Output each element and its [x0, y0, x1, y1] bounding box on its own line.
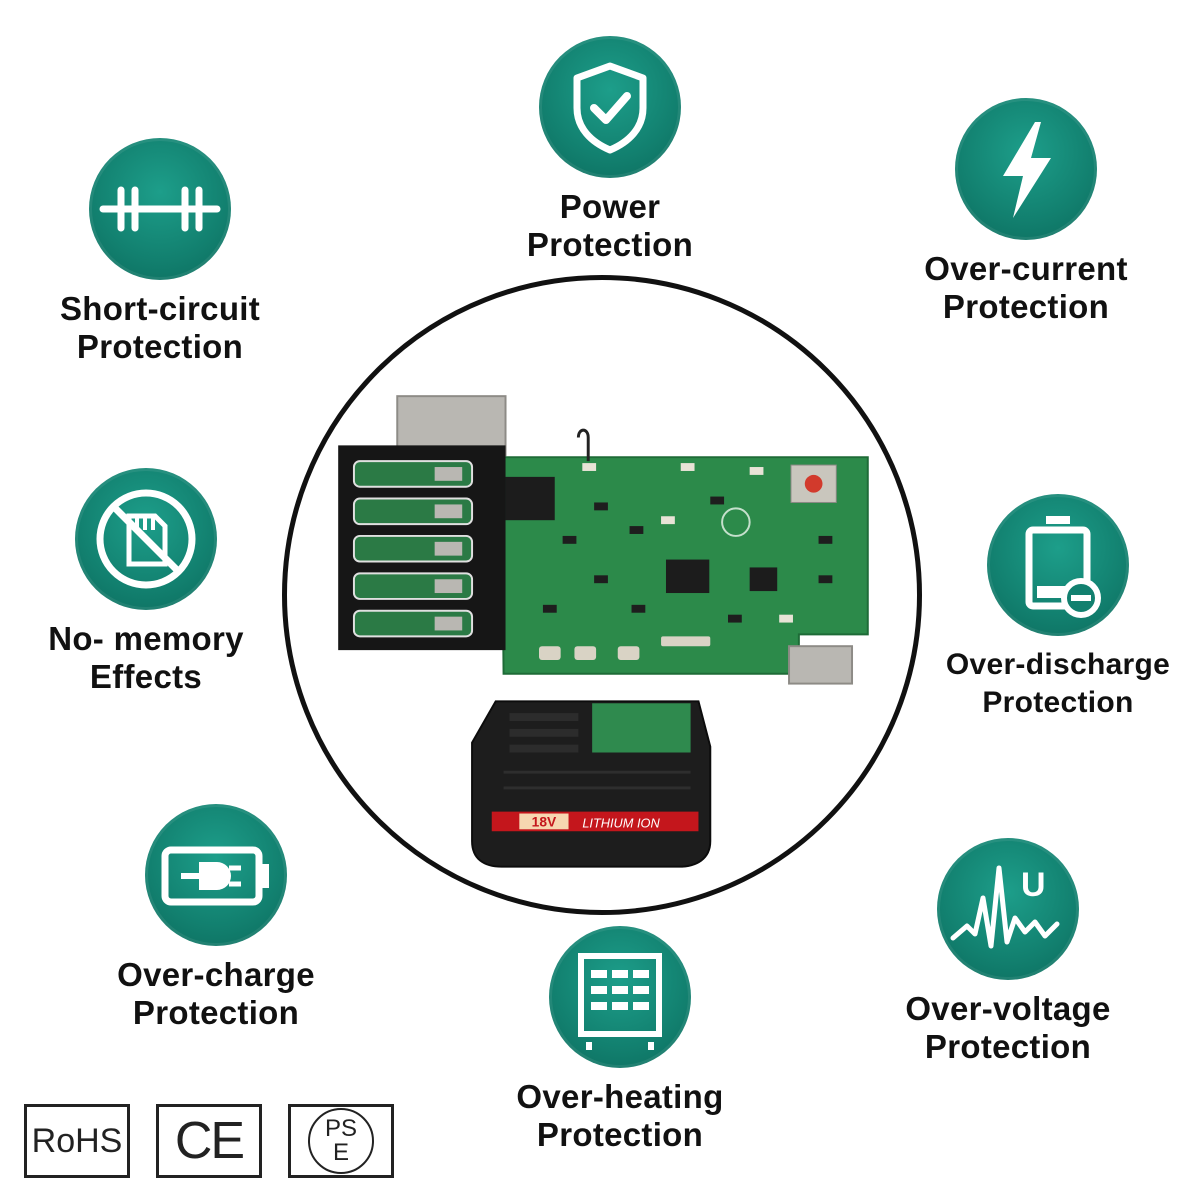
feature-title: Over-discharge	[945, 648, 1171, 681]
rohs-text: RoHS	[31, 1121, 123, 1160]
no-memory-card-icon	[75, 468, 217, 610]
battery-voltage-label: 18V	[532, 814, 557, 829]
battery-pack: 18V LITHIUM ION	[471, 700, 712, 868]
feature-subtitle: Effects	[89, 658, 203, 695]
feature-title: Short-circuit	[59, 290, 261, 327]
voltage-wave-icon: U	[937, 838, 1079, 980]
shield-check-icon	[539, 36, 681, 178]
feature-no-memory-effects: No- memory Effects	[0, 468, 296, 696]
feature-title: Power	[559, 188, 661, 225]
pse-text-top: PS	[324, 1115, 357, 1142]
feature-over-current-protection: Over-current Protection	[876, 98, 1176, 326]
heat-grid-icon	[549, 926, 691, 1068]
lightning-icon	[955, 98, 1097, 240]
feature-title: Over-current	[924, 250, 1128, 287]
battery-plug-icon	[145, 804, 287, 946]
product-illustration: 18V LITHIUM ION	[338, 395, 869, 868]
pse-circle: PS E	[308, 1108, 374, 1174]
feature-subtitle: Protection	[924, 1028, 1092, 1065]
svg-text:U: U	[1021, 866, 1046, 904]
feature-power-protection: Power Protection	[460, 36, 760, 264]
pse-mark: PS E	[288, 1104, 394, 1178]
ce-text: CE	[174, 1112, 245, 1170]
battery-type-label: LITHIUM ION	[582, 815, 660, 830]
feature-title: Over-charge	[117, 956, 315, 993]
battery-discharge-icon	[987, 494, 1129, 636]
pse-text-bottom: E	[332, 1139, 349, 1166]
circuit-icon	[89, 138, 231, 280]
feature-short-circuit-protection: Short-circuit Protection	[10, 138, 310, 366]
terminal-block	[338, 445, 506, 651]
feature-subtitle: Protection	[536, 1116, 704, 1153]
feature-over-discharge-protection: Over-discharge Protection	[908, 494, 1200, 722]
feature-subtitle: Protection	[132, 994, 300, 1031]
product-frame: 18V LITHIUM ION	[282, 275, 922, 915]
feature-subtitle: Protection	[982, 686, 1134, 719]
feature-title: Over-voltage	[905, 990, 1111, 1027]
feature-over-charge-protection: Over-charge Protection	[66, 804, 366, 1032]
rohs-mark: RoHS	[24, 1104, 130, 1178]
ce-mark: CE	[156, 1104, 262, 1178]
feature-over-voltage-protection: U Over-voltage Protection	[858, 838, 1158, 1066]
pcb-board	[500, 428, 869, 685]
feature-title: Over-heating	[516, 1078, 724, 1115]
feature-over-heating-protection: Over-heating Protection	[470, 926, 770, 1154]
feature-subtitle: Protection	[942, 288, 1110, 325]
feature-title: No- memory	[48, 620, 244, 657]
feature-subtitle: Protection	[526, 226, 694, 263]
feature-subtitle: Protection	[76, 328, 244, 365]
